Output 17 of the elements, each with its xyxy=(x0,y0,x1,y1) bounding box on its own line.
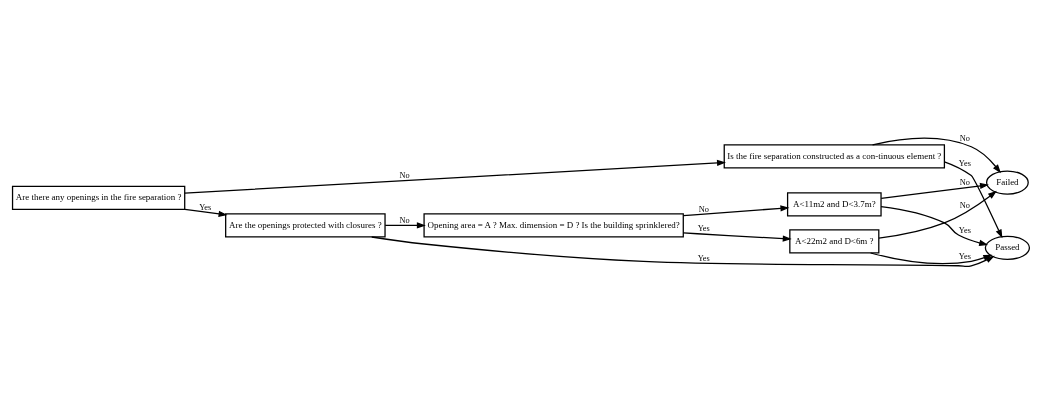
arrow xyxy=(184,208,228,217)
node-box: Is the fire separation constructed as a con-tinuous element ? xyxy=(723,143,946,168)
node-box: A<22m2 and D<6m ? xyxy=(789,228,880,254)
arrow xyxy=(682,204,790,216)
arrow xyxy=(184,159,726,194)
node-box: Are the openings protected with closures ? xyxy=(225,212,386,238)
node-ellipse: Failed xyxy=(986,169,1029,195)
arrow xyxy=(878,190,997,239)
arrow xyxy=(682,231,792,242)
arrow xyxy=(943,160,1003,238)
arrow xyxy=(384,221,426,229)
arrow xyxy=(880,205,989,246)
node-box: Are there any openings in the fire separation ? xyxy=(11,185,186,210)
node-box: Opening area = A ? Max. dimension = D ? Is the building sprinklered? xyxy=(423,212,684,238)
arrow xyxy=(871,137,1001,173)
arrow xyxy=(880,182,989,199)
node-box: A<11m2 and D<3.7m? xyxy=(786,191,882,216)
